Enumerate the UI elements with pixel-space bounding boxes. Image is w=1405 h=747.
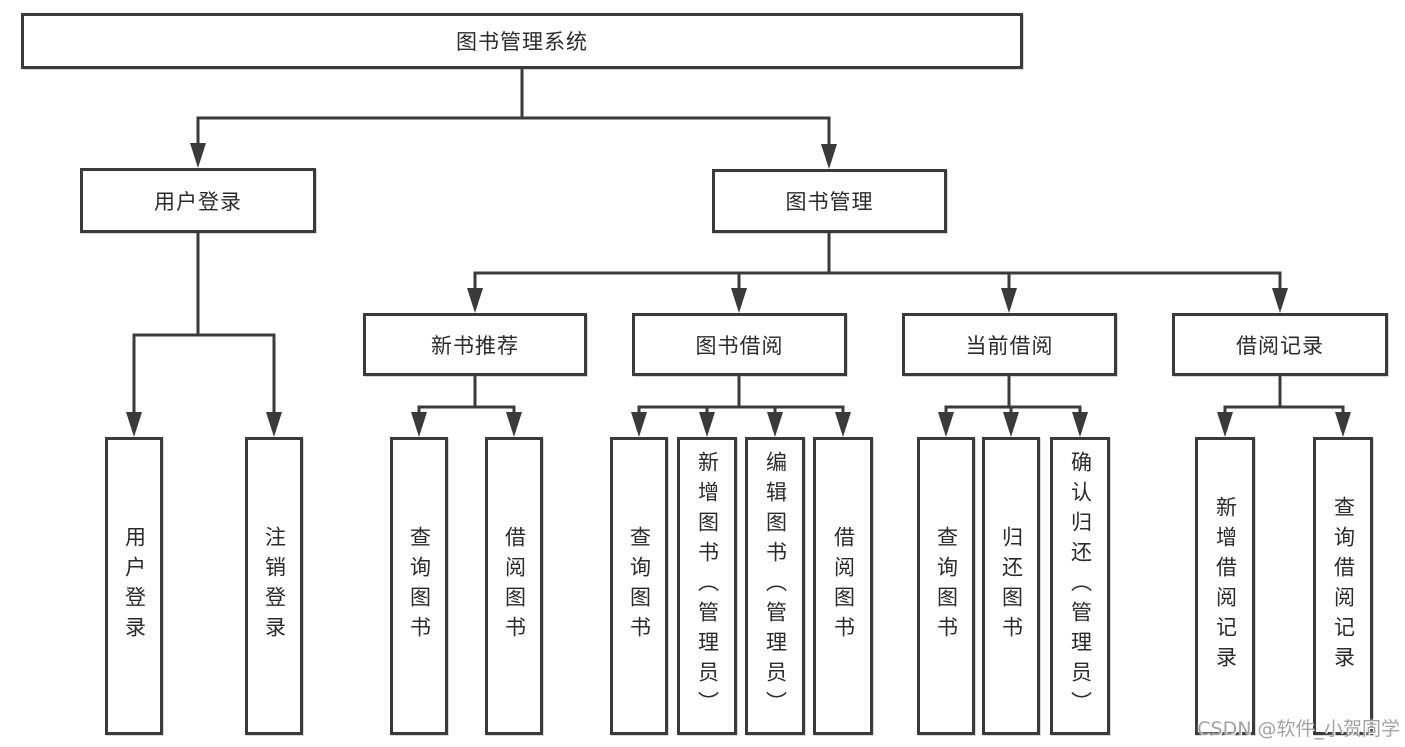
connector-book-borrow-to-children xyxy=(637,374,845,431)
node-label: 图书管理系统 xyxy=(456,30,588,54)
connector-book-mgmt-to-level3 xyxy=(473,231,1282,307)
node-leaf-logout: 注销登录 xyxy=(245,437,303,735)
node-label: 借阅图书 xyxy=(502,526,527,646)
node-leaf-confirm-return-admin: 确认归还（管理员） xyxy=(1050,437,1110,735)
node-leaf-borrow-books-recommend: 借阅图书 xyxy=(485,437,543,735)
node-label: 图书管理 xyxy=(785,190,874,214)
node-leaf-edit-books-admin: 编辑图书（管理员） xyxy=(745,437,805,735)
node-leaf-add-borrow-record: 新增借阅记录 xyxy=(1195,437,1255,735)
arrowhead xyxy=(938,412,954,437)
node-label: 用户登录 xyxy=(154,189,242,214)
arrowhead xyxy=(1217,412,1233,437)
node-label: 注销登录 xyxy=(262,526,287,646)
arrowhead xyxy=(467,288,483,313)
node-leaf-query-books-borrow: 查询图书 xyxy=(610,437,668,735)
arrowhead xyxy=(1001,288,1017,313)
arrowhead xyxy=(767,412,783,437)
node-label: 借阅图书 xyxy=(831,526,856,646)
node-label: 查询借阅记录 xyxy=(1331,496,1356,676)
node-leaf-add-books-admin: 新增图书（管理员） xyxy=(677,437,737,735)
node-label: 查询图书 xyxy=(934,526,959,646)
node-label: 当前借阅 xyxy=(965,333,1054,358)
arrowhead xyxy=(631,412,647,437)
node-label: 新书推荐 xyxy=(431,333,519,358)
connector-new-book-rec-to-children xyxy=(417,374,516,431)
arrowhead xyxy=(411,412,427,437)
arrowhead xyxy=(126,412,142,437)
node-label: 查询图书 xyxy=(407,526,432,646)
node-label: 借阅记录 xyxy=(1236,333,1324,358)
connector-borrow-records-to-children xyxy=(1223,374,1345,431)
node-borrow-records: 借阅记录 xyxy=(1172,313,1388,376)
node-leaf-borrow-books: 借阅图书 xyxy=(813,437,873,735)
node-label: 新增图书（管理员） xyxy=(695,451,720,721)
node-new-book-recommend: 新书推荐 xyxy=(363,313,587,376)
node-label: 归还图书 xyxy=(999,526,1024,646)
node-leaf-user-login: 用户登录 xyxy=(105,437,163,735)
connector-root-to-level2 xyxy=(196,66,831,163)
arrowhead xyxy=(190,143,206,168)
arrowhead xyxy=(835,412,851,437)
node-library-management-system: 图书管理系统 xyxy=(21,13,1023,69)
node-current-borrow: 当前借阅 xyxy=(902,313,1117,376)
arrowhead xyxy=(1003,412,1019,437)
node-leaf-query-books-recommend: 查询图书 xyxy=(390,437,448,735)
node-leaf-query-books-current: 查询图书 xyxy=(917,437,975,735)
arrowhead xyxy=(731,288,747,313)
connector-user-login-to-children xyxy=(132,231,276,431)
arrowhead xyxy=(1335,412,1351,437)
connector-current-borrow-to-children xyxy=(944,374,1082,431)
node-label: 确认归还（管理员） xyxy=(1068,451,1093,721)
node-book-borrow: 图书借阅 xyxy=(632,313,847,376)
node-leaf-return-books: 归还图书 xyxy=(982,437,1040,735)
node-label: 编辑图书（管理员） xyxy=(763,451,788,721)
node-user-login: 用户登录 xyxy=(80,168,316,233)
csdn-watermark: CSDN @软件_小贺同学 xyxy=(1197,718,1400,740)
arrowhead xyxy=(1072,412,1088,437)
node-label: 查询图书 xyxy=(627,526,652,646)
node-label: 图书借阅 xyxy=(695,333,784,358)
arrowhead xyxy=(266,412,282,437)
arrowhead xyxy=(506,412,522,437)
arrowhead xyxy=(699,412,715,437)
node-label: 新增借阅记录 xyxy=(1213,496,1238,676)
arrowhead xyxy=(821,144,837,169)
node-label: 用户登录 xyxy=(122,526,147,646)
node-leaf-query-borrow-record: 查询借阅记录 xyxy=(1313,437,1373,735)
node-book-management: 图书管理 xyxy=(712,169,947,233)
arrowhead xyxy=(1272,288,1288,313)
